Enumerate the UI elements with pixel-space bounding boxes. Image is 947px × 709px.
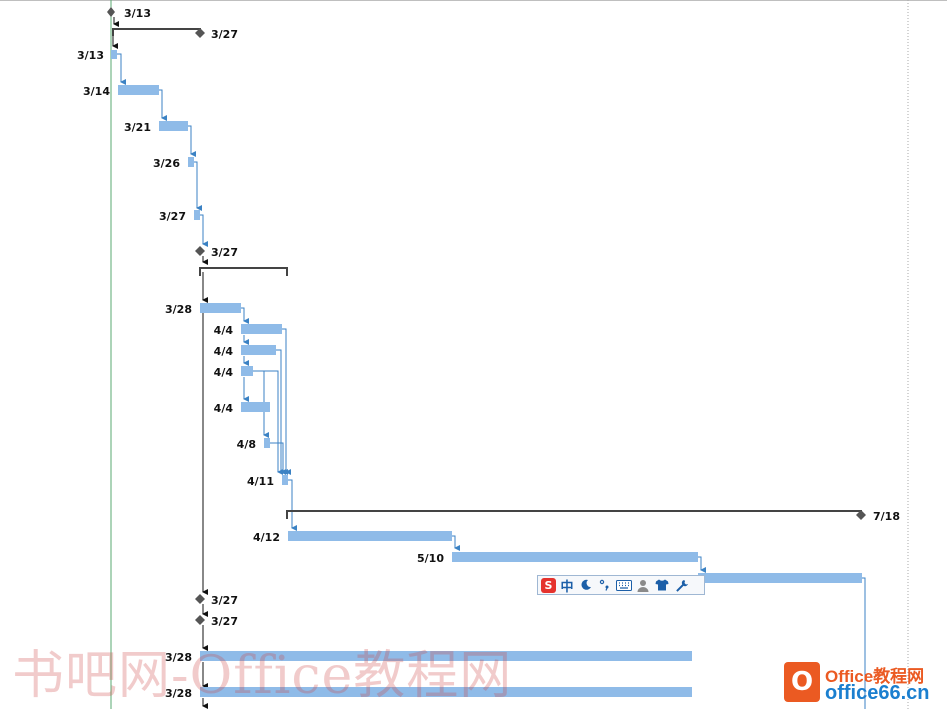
date-label: 3/27	[211, 615, 238, 628]
watermark-line1: Office教程网	[825, 667, 925, 686]
task-bar	[452, 552, 698, 562]
keyboard-icon[interactable]	[616, 577, 632, 593]
date-labels: 3/13 3/27 3/13 3/14 3/21 3/26 3/27 3/27 …	[77, 7, 900, 700]
date-label: 4/4	[214, 402, 234, 415]
summary-bars	[112, 28, 862, 519]
date-label: 4/4	[214, 345, 234, 358]
date-label: 3/27	[159, 210, 186, 223]
task-bar	[200, 303, 241, 313]
moon-icon[interactable]	[578, 577, 594, 593]
task-bar	[241, 345, 276, 355]
watermark-text-left: 书吧网-Office教程网	[12, 646, 513, 706]
task-bar	[111, 50, 117, 59]
task-bar	[241, 402, 270, 412]
milestone-diamond	[195, 246, 205, 256]
link-lines-black	[112, 17, 208, 709]
date-label: 4/4	[214, 324, 234, 337]
date-label: 3/27	[211, 594, 238, 607]
date-label: 4/11	[247, 475, 274, 488]
date-label: 4/4	[214, 366, 234, 379]
task-bar	[159, 121, 188, 131]
task-bar	[282, 475, 288, 485]
date-label: 3/27	[211, 28, 238, 41]
date-label: 3/13	[124, 7, 151, 20]
date-label: 4/8	[237, 438, 256, 451]
summary-bar-2	[199, 267, 288, 276]
task-bar	[241, 366, 253, 376]
milestone-diamond	[107, 7, 115, 17]
task-bar	[118, 85, 159, 95]
task-bar	[698, 573, 862, 583]
watermark-line2: office66.cn	[825, 682, 930, 704]
date-label: 7/18	[873, 510, 900, 523]
task-bar	[194, 210, 200, 220]
ime-logo-icon[interactable]: S	[541, 577, 556, 593]
user-icon[interactable]	[635, 577, 651, 593]
milestones	[107, 7, 866, 625]
date-label: 3/26	[153, 157, 180, 170]
date-label: 3/14	[83, 85, 110, 98]
milestone-diamond	[856, 510, 866, 520]
date-label: 3/28	[165, 303, 192, 316]
date-label: 5/10	[417, 552, 444, 565]
punctuation-icon[interactable]	[597, 577, 613, 593]
date-label: 3/21	[124, 121, 151, 134]
milestone-diamond	[195, 615, 205, 625]
task-bar	[200, 651, 692, 661]
ime-mode-button[interactable]: 中	[560, 579, 574, 595]
link-lines-blue	[116, 53, 866, 709]
wrench-icon[interactable]	[673, 577, 689, 593]
summary-bar-1	[112, 28, 201, 36]
milestone-diamond	[195, 594, 205, 604]
date-label: 3/13	[77, 49, 104, 62]
task-bar	[264, 438, 270, 448]
task-bar	[241, 324, 282, 334]
date-label: 3/27	[211, 246, 238, 259]
summary-bar-3	[286, 510, 862, 519]
ime-toolbar[interactable]: S 中	[537, 575, 705, 595]
office-logo-icon: O	[784, 662, 820, 702]
date-label: 3/28	[165, 687, 192, 700]
task-bars	[111, 50, 862, 697]
watermark-logo-right: O Office教程网 office66.cn	[780, 660, 945, 708]
skin-icon[interactable]	[654, 577, 670, 593]
date-label: 3/28	[165, 651, 192, 664]
task-bar	[200, 687, 692, 697]
task-bar	[288, 531, 452, 541]
date-label: 4/12	[253, 531, 280, 544]
milestone-diamond	[195, 28, 205, 38]
task-bar	[188, 157, 194, 167]
